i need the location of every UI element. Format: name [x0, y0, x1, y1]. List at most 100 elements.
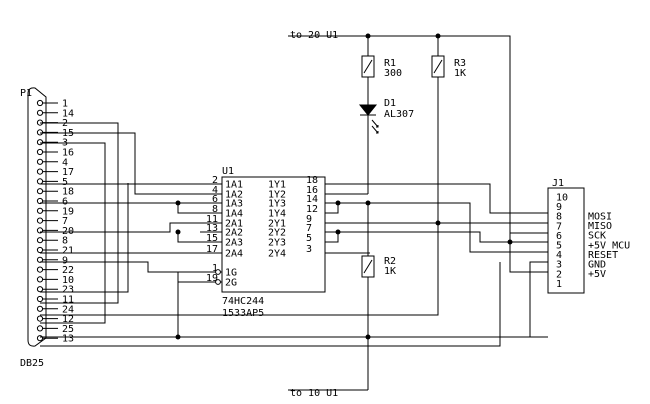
wire-sck-net — [338, 231, 548, 243]
j1-pin-number: 8 — [556, 212, 562, 223]
db25-pin-ring — [36, 325, 44, 332]
db25-pin-number: 8 — [62, 236, 68, 247]
u1-left-pin-number: 4 — [212, 185, 218, 196]
r1-value-label: 300 — [384, 68, 402, 79]
db25-pin-ring — [36, 139, 44, 146]
j1-signal-label: SCK — [588, 231, 606, 242]
db25-pin-number: 19 — [62, 206, 74, 217]
j1-signal-label: +5V — [588, 269, 606, 280]
u1-left-pin-number: 8 — [212, 204, 218, 215]
j1-signal-label: MISO — [588, 221, 612, 232]
u1-left-pin-number: 17 — [206, 244, 218, 255]
d1-emission-arrow-2 — [371, 125, 379, 134]
db25-pin-ring — [36, 188, 44, 195]
db25-pin-number: 16 — [62, 148, 74, 159]
u1-right-pin-number: 14 — [306, 194, 318, 205]
junction-reset-r2 — [365, 200, 371, 206]
u1-right-pin-number: 18 — [306, 175, 318, 186]
db25-pin-number: 2 — [62, 118, 68, 129]
j1-signal-label: +5V MCU — [588, 240, 630, 251]
junction-1a3-1a4 — [175, 200, 181, 206]
db25-pin-number: 24 — [62, 304, 74, 315]
junction-miso-r3 — [435, 220, 441, 226]
u1-right-pin-number: 16 — [306, 185, 318, 196]
db25-connector: 1142153164175186197208219221023112412251… — [20, 87, 74, 369]
u1-right-pin-name: 1Y4 — [268, 209, 286, 220]
j1-signal-label: RESET — [588, 250, 618, 261]
db25-pin-number: 12 — [62, 314, 74, 325]
r3-mark — [433, 59, 443, 74]
resistor-r2: R2 1K — [361, 255, 396, 278]
vcc-label: to 20 U1 — [290, 30, 338, 41]
r1-mark — [363, 59, 373, 74]
wire-pin11-ret — [40, 183, 129, 293]
db25-pin-number: 9 — [62, 255, 68, 266]
db25-pin-number: 20 — [62, 226, 74, 237]
db25-pin-number: 14 — [62, 108, 74, 119]
j1-body — [547, 187, 585, 294]
wire-gnd-j1 — [529, 261, 548, 337]
u1-right-pin-number: 5 — [306, 233, 312, 244]
u1-left-pin-name: 1G — [225, 268, 237, 279]
wire-pin3-2a1 — [40, 142, 106, 324]
u1-left-pin-number: 11 — [206, 214, 218, 225]
junction-2a2-2a3 — [175, 229, 181, 235]
wire-pin12-ret — [40, 122, 119, 304]
j1-pin-number: 4 — [556, 250, 562, 261]
j1-pin-number: 3 — [556, 260, 562, 271]
u1-part-label: 74HC244 — [222, 296, 264, 307]
d1-triangle — [358, 104, 378, 116]
db25-pin-ring — [36, 148, 44, 156]
junction-oe-gnd — [175, 334, 181, 340]
u1-left-pin-name: 2A2 — [225, 228, 243, 239]
resistor-r3: R3 1K — [431, 55, 466, 79]
db25-pin-ring — [36, 158, 44, 165]
junction-vcc-mcu — [507, 239, 513, 245]
db25-pin-number: 25 — [62, 324, 74, 335]
db25-pin-ring — [36, 276, 44, 283]
u1-right-pin-name: 1Y2 — [268, 190, 286, 201]
j1-pin-number: 2 — [556, 269, 562, 280]
j1-signal-label: GND — [588, 260, 606, 271]
u1-right-pin-name: 2Y4 — [268, 249, 286, 260]
db25-pin-ring — [36, 295, 44, 303]
wire-r3-bottom — [40, 77, 439, 316]
r3-ref-label: R3 — [454, 58, 466, 69]
u1-left-pin-name: 2G — [225, 278, 237, 289]
db25-pin-number: 1 — [62, 99, 68, 110]
r2-value-label: 1K — [384, 266, 396, 277]
u1-right-pin-name: 2Y2 — [268, 228, 286, 239]
junction-vcc-r3 — [435, 33, 441, 39]
db25-pin-number: 10 — [62, 275, 74, 286]
u1-enable-bubble — [215, 269, 221, 275]
u1-left-pin-number: 13 — [206, 223, 218, 234]
db25-pin-ring — [36, 99, 44, 107]
u1-left-pin-number: 19 — [206, 273, 218, 284]
db25-pin-ring — [36, 129, 44, 136]
db25-pin-ring — [36, 178, 44, 185]
resistor-r1: R1 300 — [361, 55, 402, 79]
db25-pin-number: 18 — [62, 187, 74, 198]
db25-pin-number: 23 — [62, 285, 74, 296]
db25-pin-number: 13 — [62, 334, 74, 345]
j1-pin-number: 9 — [556, 202, 562, 213]
db25-pin-number: 11 — [62, 295, 74, 306]
db25-pin-number: 17 — [62, 167, 74, 178]
db25-pin-ring — [36, 237, 44, 244]
r1-ref-label: R1 — [384, 58, 396, 69]
u1-left-pin-name: 2A4 — [225, 249, 243, 260]
db25-pins: 1142153164175186197208219221023112412251… — [36, 99, 74, 345]
u1-left-pin-name: 1A2 — [225, 190, 243, 201]
u1-left-pin-name: 1A3 — [225, 199, 243, 210]
wire-pin15-1a2 — [40, 132, 222, 195]
u1-left-pin-number: 2 — [212, 175, 218, 186]
u1-left-pin-name: 1A1 — [225, 180, 243, 191]
u1-right-pin-name: 1Y3 — [268, 199, 286, 210]
u1-right-pin-name: 2Y3 — [268, 238, 286, 249]
u1-left-pin-number: 15 — [206, 233, 218, 244]
j1-signal-label: MOSI — [588, 212, 612, 223]
